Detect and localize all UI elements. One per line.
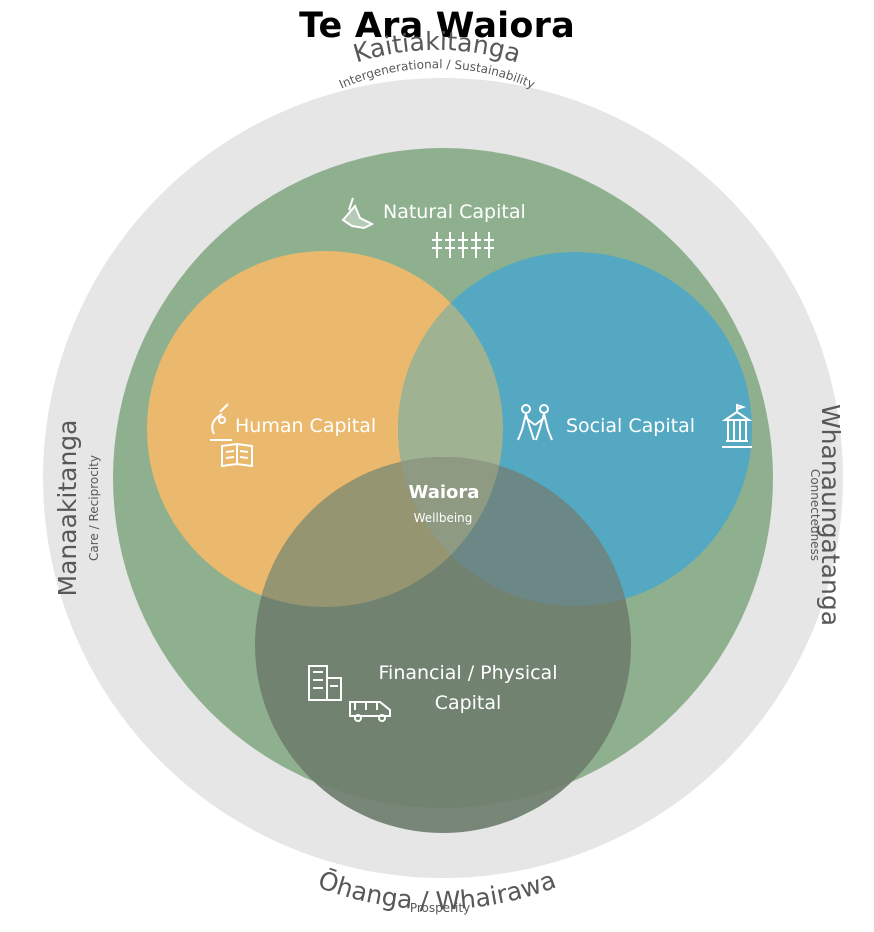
human-capital-label: Human Capital xyxy=(235,415,376,437)
financial-capital-label-line1: Financial / Physical xyxy=(379,662,558,684)
social-financial-overlap xyxy=(398,457,631,606)
building-icon xyxy=(721,403,753,448)
natural-capital-label: Natural Capital xyxy=(383,201,526,223)
page-title: Te Ara Waiora xyxy=(299,6,575,46)
manaakitanga-subtitle: Care / Reciprocity xyxy=(87,455,101,561)
book-icon xyxy=(221,442,253,468)
prosperity-subtitle: Prosperity xyxy=(410,901,470,915)
office-building-icon xyxy=(308,665,342,701)
microscope-icon xyxy=(210,403,232,441)
wellbeing-label: Wellbeing xyxy=(414,511,473,525)
whanaungatanga-subtitle: Connectedness xyxy=(808,469,822,561)
van-icon xyxy=(349,701,391,722)
social-capital-label: Social Capital xyxy=(566,415,695,437)
manaakitanga-label: Manaakitanga xyxy=(53,420,82,597)
waiora-label: Waiora xyxy=(409,482,480,503)
bird-icon xyxy=(341,197,375,230)
financial-capital-label-line2: Capital xyxy=(435,692,502,714)
people-icon xyxy=(517,404,553,441)
human-financial-overlap xyxy=(255,457,503,607)
whanaungatanga-label: Whanaungatanga xyxy=(816,404,845,626)
plants-icon xyxy=(432,232,494,258)
